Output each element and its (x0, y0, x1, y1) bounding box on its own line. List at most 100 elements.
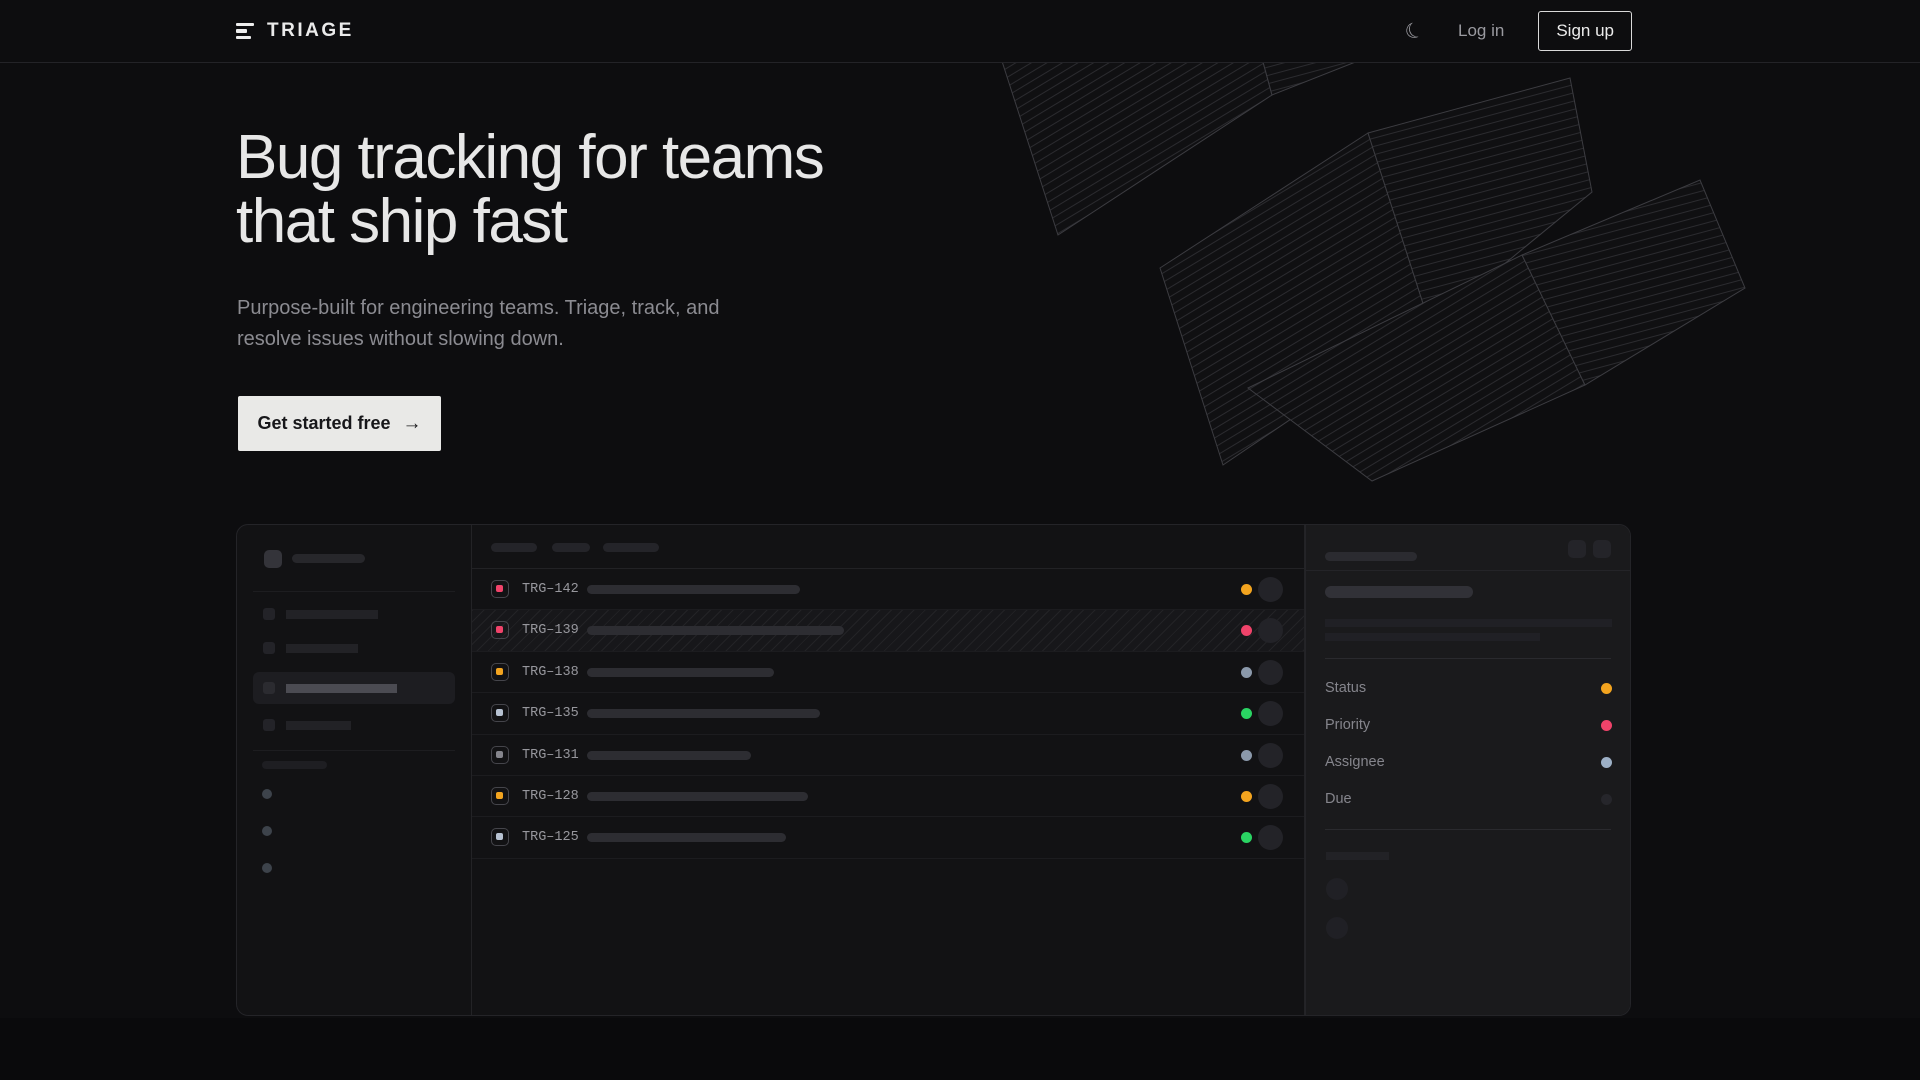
issue-title-skeleton (587, 667, 774, 677)
sheet-3 (1247, 179, 1746, 482)
assignee-avatar (1258, 618, 1283, 644)
issue-id: TRG–138 (522, 664, 579, 680)
sheet-2 (1159, 77, 1593, 466)
priority-icon (491, 662, 509, 681)
issue-list: TRG–142 TRG–139 TRG–138 TRG–135 TRG–131 … (471, 525, 1305, 1015)
issue-title-skeleton (587, 791, 808, 801)
folded-sheets-decoration (999, 0, 1746, 482)
field-value-dot (1601, 720, 1612, 731)
workspace-avatar (264, 550, 282, 568)
field-label: Status (1325, 680, 1367, 696)
sidebar-item-skeleton (286, 610, 378, 619)
issue-id: TRG–142 (522, 582, 579, 597)
hero-subtitle-line1: Purpose-built for engineering teams. Tri… (237, 297, 720, 319)
hero-subtitle-line2: resolve issues without slowing down. (237, 328, 564, 350)
mockup-sidebar (237, 525, 471, 1015)
status-dot (1241, 832, 1252, 844)
issue-id: TRG–131 (522, 747, 579, 763)
sidebar-item-skeleton (286, 644, 358, 653)
assignee-avatar (1258, 577, 1283, 602)
issue-row: TRG–139 (472, 610, 1304, 652)
detail-field-row: Status (1325, 679, 1612, 699)
issue-title-skeleton (587, 626, 844, 636)
divider (253, 750, 455, 751)
issue-rows: TRG–142 TRG–139 TRG–138 TRG–135 TRG–131 … (472, 569, 1304, 859)
sidebar-item-icon (263, 642, 275, 654)
assignee-avatar (1258, 659, 1283, 685)
field-value-dot (1601, 794, 1612, 805)
sidebar-item-icon (263, 682, 275, 694)
description-skeleton (1325, 633, 1540, 641)
filter-pill-skeleton (603, 543, 659, 552)
activity-title-skeleton (1326, 852, 1389, 860)
moon-icon[interactable]: ☾ (1401, 16, 1428, 46)
status-dot (1241, 749, 1252, 761)
panel-action-icon (1568, 540, 1586, 558)
sidebar-item-active (253, 672, 455, 704)
priority-icon (491, 745, 509, 764)
sidebar-item-icon (263, 608, 275, 620)
issue-title-skeleton (587, 585, 800, 594)
app-mockup-window: TRG–142 TRG–139 TRG–138 TRG–135 TRG–131 … (236, 524, 1631, 1016)
field-value-dot (1601, 757, 1612, 768)
assignee-avatar (1258, 742, 1283, 768)
login-link[interactable]: Log in (1458, 21, 1505, 40)
hero-subtitle: Purpose-built for engineering teams. Tri… (237, 293, 719, 355)
issue-row: TRG–138 (472, 652, 1304, 694)
signup-button[interactable]: Sign up (1538, 11, 1632, 51)
issue-detail-panel: Status Priority Assignee Due (1305, 525, 1630, 1015)
panel-title-skeleton (1325, 552, 1417, 561)
field-label: Priority (1325, 717, 1371, 733)
panel-action-icon (1593, 540, 1611, 558)
assignee-avatar (1258, 825, 1283, 851)
issue-title-skeleton (587, 833, 786, 843)
arrow-right-icon: → (402, 412, 422, 434)
issue-title-skeleton (587, 709, 820, 719)
hero-title-line2: that ship fast (236, 187, 568, 256)
activity-avatar (1326, 878, 1348, 900)
label-dot (262, 863, 272, 873)
top-nav: TRIAGE ☾ Log in Sign up (0, 0, 1920, 63)
issue-row: TRG–135 (472, 693, 1304, 735)
sidebar-item (253, 632, 455, 664)
sidebar-item-skeleton (286, 684, 397, 693)
divider (1325, 829, 1611, 830)
assignee-avatar (1258, 783, 1283, 809)
status-dot (1241, 790, 1252, 802)
get-started-button[interactable]: Get started free → (238, 396, 441, 451)
priority-icon (491, 580, 509, 598)
status-dot (1241, 584, 1252, 595)
divider (253, 591, 455, 592)
nav-actions: ☾ Log in Sign up (1401, 11, 1632, 51)
label-dot (262, 826, 272, 836)
status-dot (1241, 708, 1252, 720)
label-dot (262, 789, 272, 799)
detail-field-row: Priority (1325, 716, 1612, 736)
issue-id: TRG–139 (522, 623, 579, 639)
status-dot (1241, 666, 1252, 678)
divider (1325, 658, 1611, 659)
priority-icon (491, 786, 509, 805)
issue-title-skeleton (587, 750, 751, 760)
filter-pill-skeleton (491, 543, 537, 552)
brand: TRIAGE (236, 20, 354, 42)
field-label: Assignee (1325, 754, 1385, 770)
triage-logo-icon (236, 22, 254, 40)
description-skeleton (1325, 619, 1612, 627)
priority-icon (491, 828, 509, 847)
sidebar-item-icon (263, 719, 275, 731)
hero-title-line1: Bug tracking for teams (236, 123, 825, 192)
priority-icon (491, 621, 509, 640)
section-title-skeleton (262, 761, 327, 769)
field-label: Due (1325, 791, 1352, 807)
priority-icon (491, 704, 509, 723)
field-value-dot (1601, 683, 1612, 694)
divider (1306, 570, 1630, 571)
issue-id: TRG–135 (522, 706, 579, 722)
sidebar-item-skeleton (286, 721, 351, 730)
issue-row: TRG–131 (472, 735, 1304, 776)
issue-id: TRG–125 (522, 830, 579, 846)
issue-id: TRG–128 (522, 788, 579, 804)
status-dot (1241, 625, 1252, 637)
